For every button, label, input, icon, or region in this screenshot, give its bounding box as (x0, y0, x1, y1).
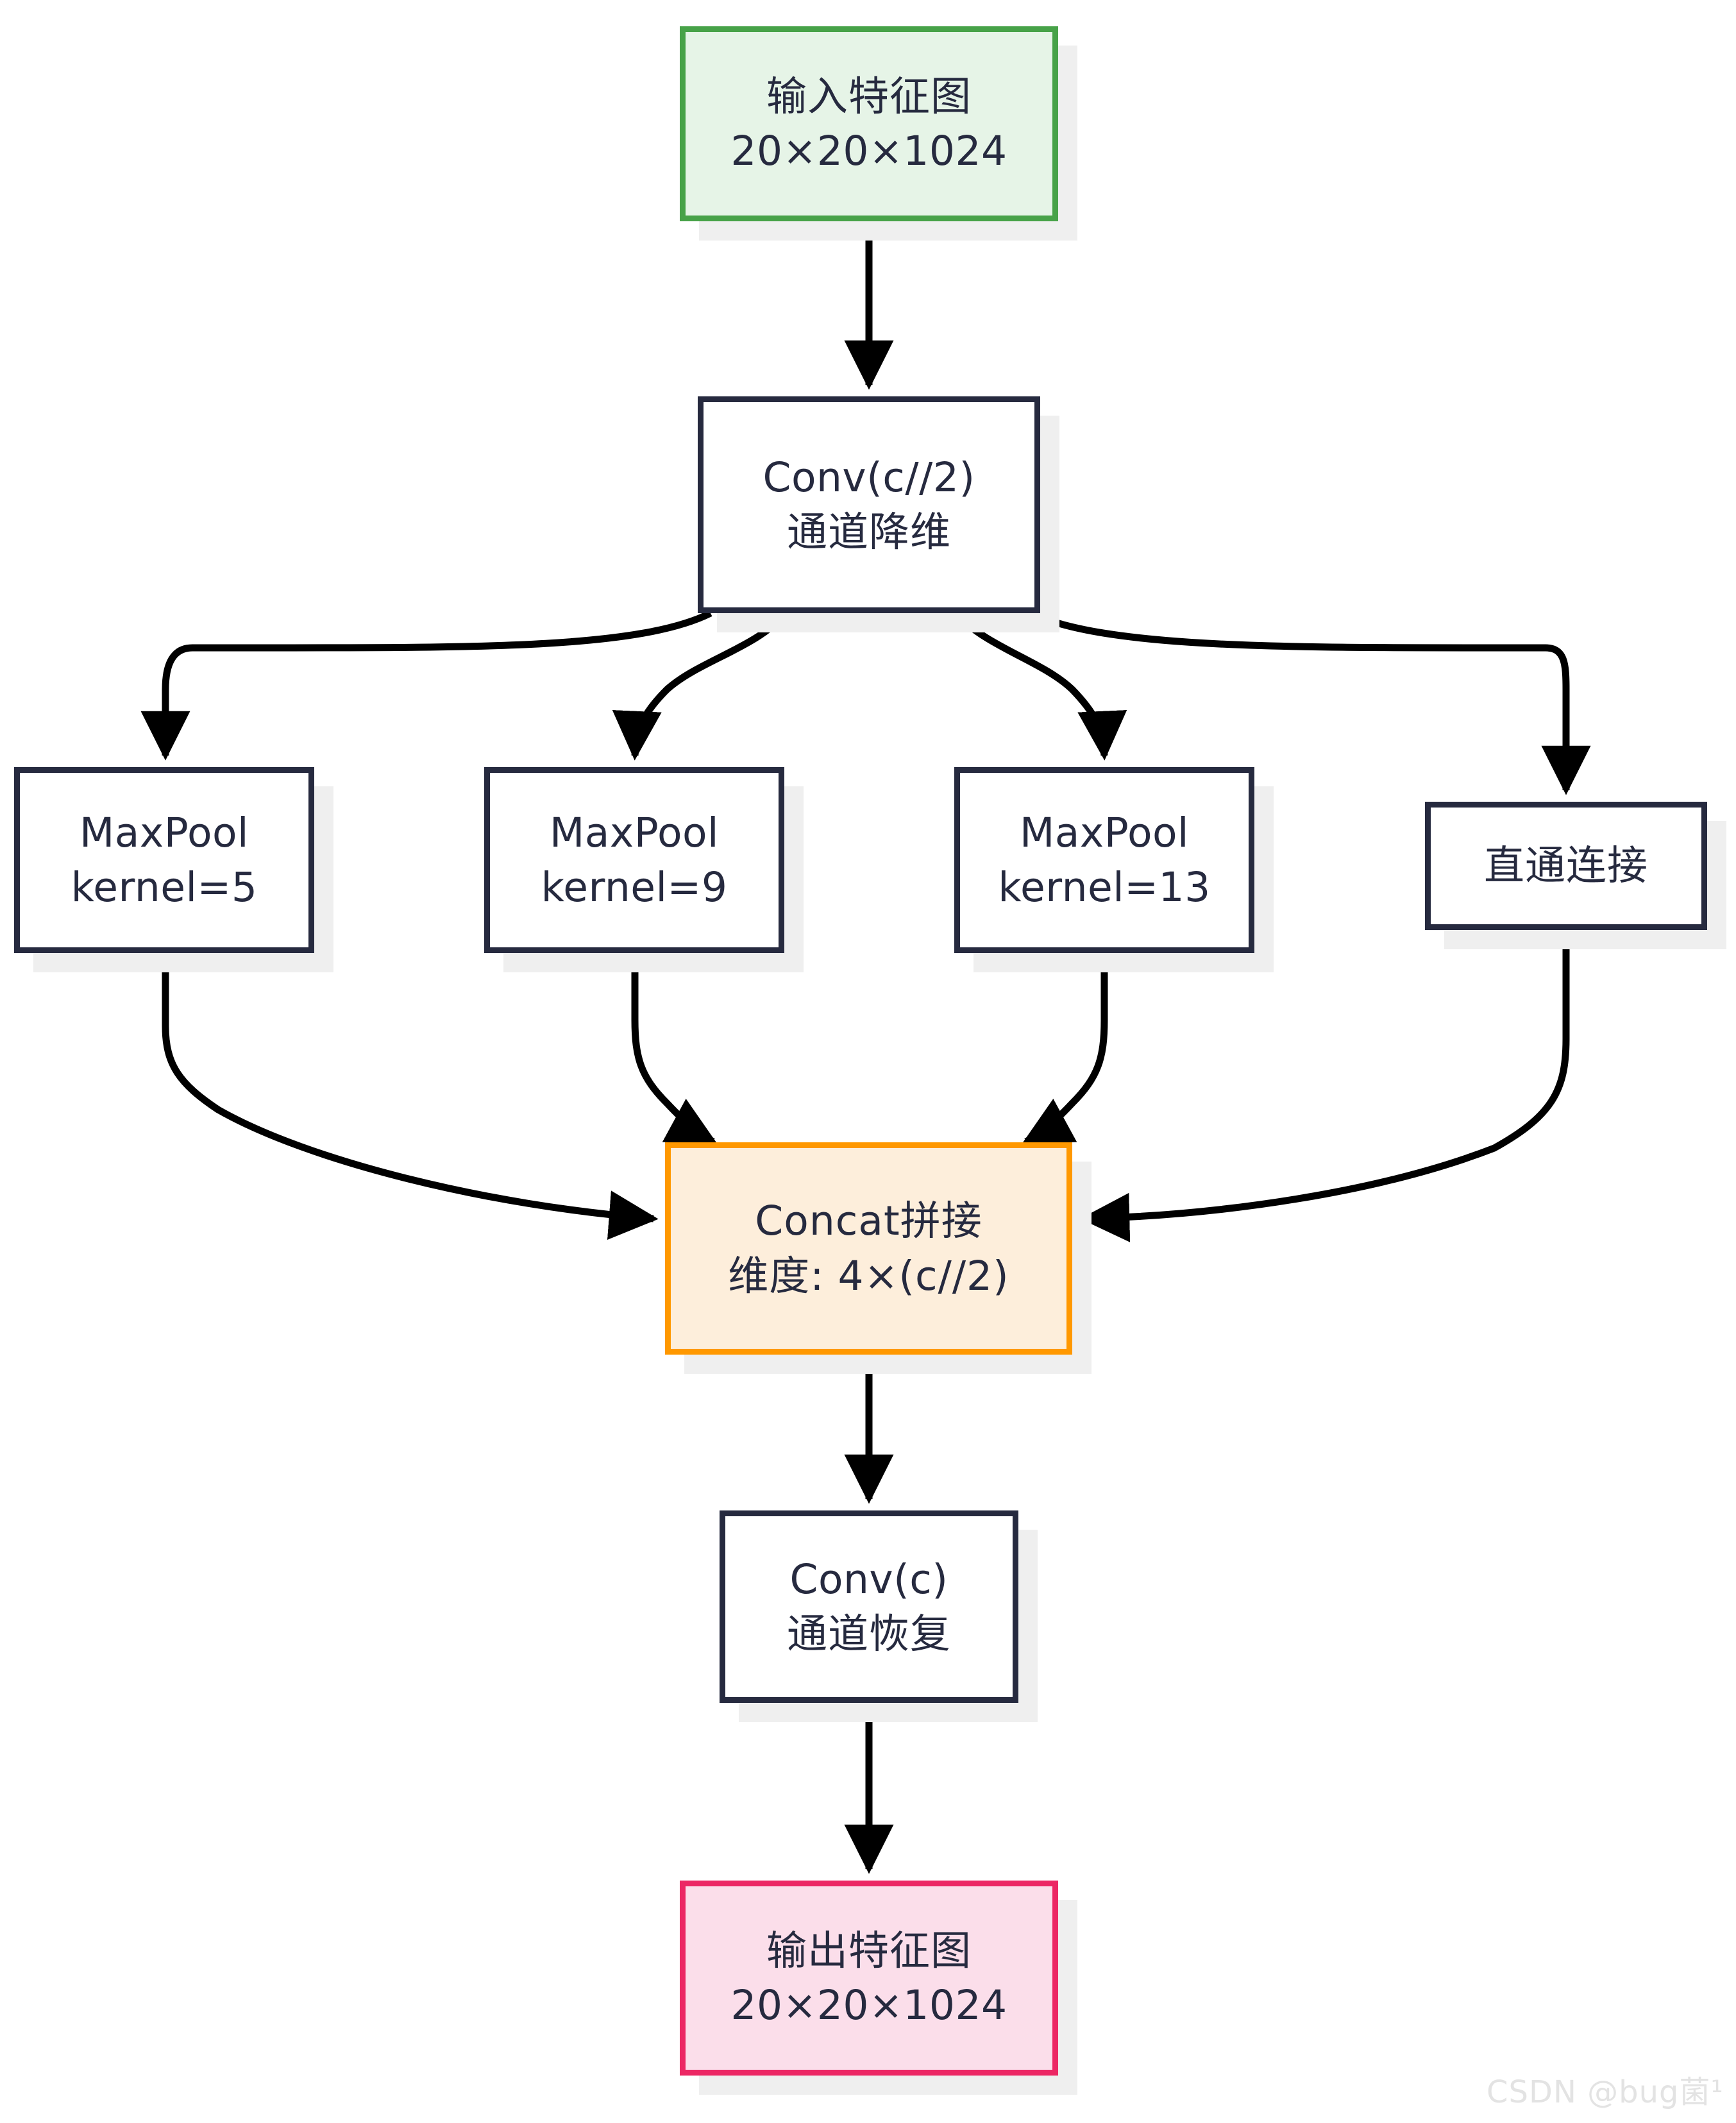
node-input-line1: 输入特征图 (766, 72, 972, 120)
edge-conv1-skip (1029, 610, 1591, 795)
node-output-line2: 20×20×1024 (730, 1982, 1007, 2029)
node-concat-line1: Concat拼接 (755, 1197, 982, 1245)
node-mp9-line2: kernel=9 (541, 864, 728, 911)
edge-skip-concat (1080, 930, 1570, 1242)
edge-mp9-concat (631, 953, 718, 1145)
edge-conv1-mp5 (140, 610, 712, 761)
node-conv2-line1: Conv(c) (789, 1555, 948, 1603)
node-maxpool-kernel-13[interactable]: MaxPool kernel=13 (954, 767, 1254, 953)
edge-mp13-concat (1022, 953, 1108, 1145)
node-mp13-line1: MaxPool (1019, 809, 1190, 856)
node-conv2-line2: 通道恢复 (787, 1611, 951, 1657)
node-mp5-line2: kernel=5 (71, 864, 258, 911)
node-mp13-line2: kernel=13 (998, 864, 1211, 911)
node-mp9-line1: MaxPool (549, 809, 720, 856)
node-output-line1: 输出特征图 (766, 1927, 972, 1974)
edge-mp5-concat (162, 953, 659, 1240)
node-conv-restore-channels[interactable]: Conv(c) 通道恢复 (720, 1510, 1018, 1703)
edge-conv1-mp9 (612, 611, 789, 761)
node-input-feature-map[interactable]: 输入特征图 20×20×1024 (680, 26, 1058, 221)
node-conv1-line1: Conv(c//2) (763, 453, 975, 501)
node-concat-line2: 维度: 4×(c//2) (728, 1252, 1009, 1299)
node-conv1-line2: 通道降维 (787, 509, 951, 555)
node-input-line2: 20×20×1024 (730, 128, 1007, 174)
node-skip-connection[interactable]: 直通连接 (1425, 802, 1707, 930)
node-maxpool-kernel-5[interactable]: MaxPool kernel=5 (14, 767, 314, 953)
node-concat[interactable]: Concat拼接 维度: 4×(c//2) (665, 1142, 1072, 1355)
node-conv-halve-channels[interactable]: Conv(c//2) 通道降维 (698, 396, 1040, 613)
watermark-text: CSDN @bug菌¹ (1487, 2074, 1724, 2110)
node-mp5-line1: MaxPool (79, 809, 249, 856)
node-skip-line1: 直通连接 (1484, 842, 1648, 890)
node-maxpool-kernel-9[interactable]: MaxPool kernel=9 (484, 767, 784, 953)
node-output-feature-map[interactable]: 输出特征图 20×20×1024 (680, 1881, 1058, 2076)
edge-conv1-mp13 (952, 611, 1127, 761)
